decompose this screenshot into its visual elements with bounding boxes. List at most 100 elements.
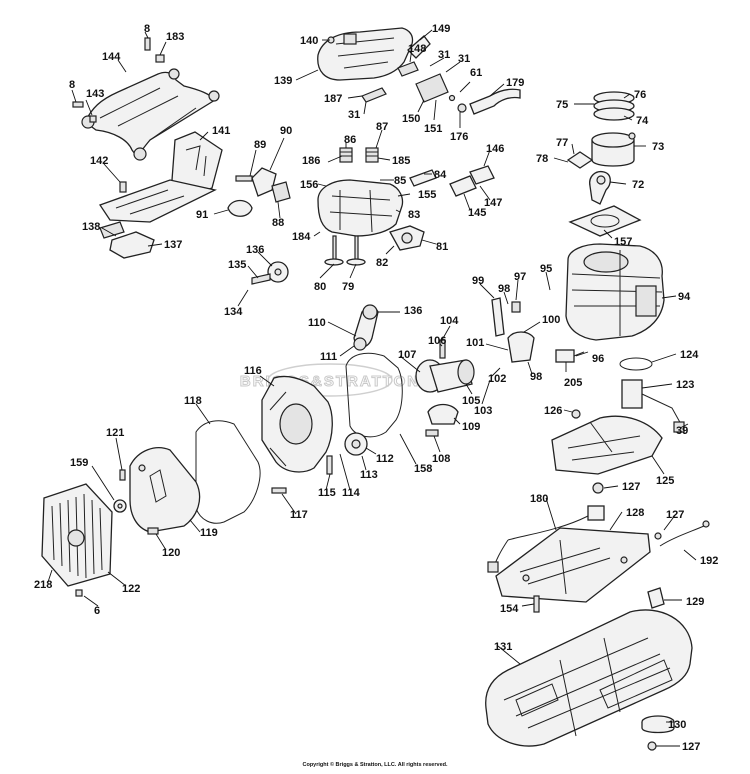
gear-part-113 [344,432,368,456]
callout-label-c205: 205 [564,377,582,389]
callout-label-c103: 103 [474,405,492,417]
ring-part-124 [619,357,653,371]
callout-label-c117: 117 [290,509,308,521]
callout-label-c184: 184 [292,231,311,243]
cover-part-81 [389,225,425,251]
shim-part-97 [511,301,521,313]
callout-label-c80: 80 [314,281,326,293]
watermark-text: BRIGGS&STRATTON [240,373,420,390]
callout-label-c151: 151 [424,123,442,135]
bracket-part-99 [491,297,505,337]
callout-label-c137: 137 [164,239,182,251]
callout-label-c176: 176 [450,131,468,143]
callout-label-c75: 75 [556,99,568,111]
callout-label-c96: 96 [592,353,604,365]
callout-label-c89: 89 [254,139,266,151]
callout-label-c88: 88 [272,217,284,229]
callout-label-c149: 149 [432,23,450,35]
callout-label-c141: 141 [212,125,230,137]
callout-label-c107: 107 [398,349,416,361]
callout-label-c128: 128 [626,507,644,519]
callout-label-c115: 115 [318,487,336,499]
callout-label-c8a: 8 [144,23,150,35]
hose-part-179 [448,88,521,115]
springs-part-86 [339,147,379,163]
gear-part-109 [427,403,459,425]
manifold-part-90 [251,167,291,203]
callout-label-c186: 186 [302,155,320,167]
callout-label-c118: 118 [184,395,202,407]
callout-label-c127a: 127 [622,481,640,493]
callout-label-c139: 139 [274,75,292,87]
callout-label-c130: 130 [668,719,686,731]
callout-label-c122: 122 [122,583,140,595]
valves-part-80 [324,235,366,266]
callout-label-c114: 114 [342,487,361,499]
foot-part-130 [641,715,675,734]
callout-label-c142: 142 [90,155,108,167]
bolt-part-89 [235,175,253,182]
callout-label-c100: 100 [542,314,560,326]
callout-label-c102: 102 [488,373,506,385]
callout-label-c95: 95 [540,263,552,275]
callout-label-c73: 73 [652,141,664,153]
copyright-notice: Copyright © Briggs & Stratton, LLC. All … [302,762,448,768]
callout-label-c136b: 136 [404,305,422,317]
callout-label-c147: 147 [484,197,502,209]
callout-label-c99: 99 [472,275,484,287]
callout-label-c218: 218 [34,579,52,591]
callout-label-c87: 87 [376,121,388,133]
callout-label-c61: 61 [470,67,482,79]
bolt-part-108 [425,429,439,437]
callout-label-c120: 120 [162,547,180,559]
callout-label-c105: 105 [462,395,480,407]
bracket-part-138 [99,221,155,259]
bolt-part-117 [271,487,287,494]
piston-part-73 [591,132,636,167]
callout-label-c112: 112 [376,453,394,465]
crankshaft-part-107 [415,359,475,393]
base-tray-part-131 [485,609,693,747]
callout-label-c76: 76 [634,89,646,101]
callout-label-c110: 110 [308,317,326,329]
callout-label-c85: 85 [394,175,406,187]
callout-label-c154: 154 [500,603,519,615]
callout-label-c116: 116 [244,365,262,377]
callout-label-c148: 148 [408,43,426,55]
callout-label-c98b: 98 [530,371,542,383]
rocker-part-145 [449,165,495,197]
crankcase-part-94 [565,243,665,341]
grommet-part-127 [592,482,604,494]
grommet-part-127b [647,741,657,751]
callout-label-c145: 145 [468,207,486,219]
screw-part-154 [533,595,540,613]
callout-label-c180: 180 [530,493,548,505]
callout-label-c98a: 98 [498,283,510,295]
shroud-part-139 [317,27,414,81]
bracket-part-125 [551,415,663,475]
callout-label-c156: 156 [300,179,318,191]
callout-label-c6: 6 [94,605,100,617]
wrist-pin-part-77 [566,151,594,169]
callout-label-c106: 106 [428,335,446,347]
callout-label-c86: 86 [344,134,356,146]
callout-label-c158: 158 [414,463,432,475]
gasket-part-148 [397,61,419,77]
callout-label-c129: 129 [686,596,704,608]
callout-label-c140: 140 [300,35,318,47]
pin-part-115 [326,455,333,475]
callout-label-c91: 91 [196,209,208,221]
callout-label-c104: 104 [440,315,459,327]
callout-label-c144: 144 [102,51,121,63]
callout-label-c113: 113 [360,469,378,481]
callout-label-c72: 72 [632,179,644,191]
washer-part-126 [571,409,581,419]
crankcase-cover-part-116 [261,375,333,473]
foot-part-129 [647,587,665,609]
callout-label-c97: 97 [514,271,526,283]
callout-label-c31c: 31 [348,109,360,121]
sensor-part-205 [555,349,585,363]
callout-label-c82: 82 [376,257,388,269]
spark-plug-part-84 [409,169,437,187]
